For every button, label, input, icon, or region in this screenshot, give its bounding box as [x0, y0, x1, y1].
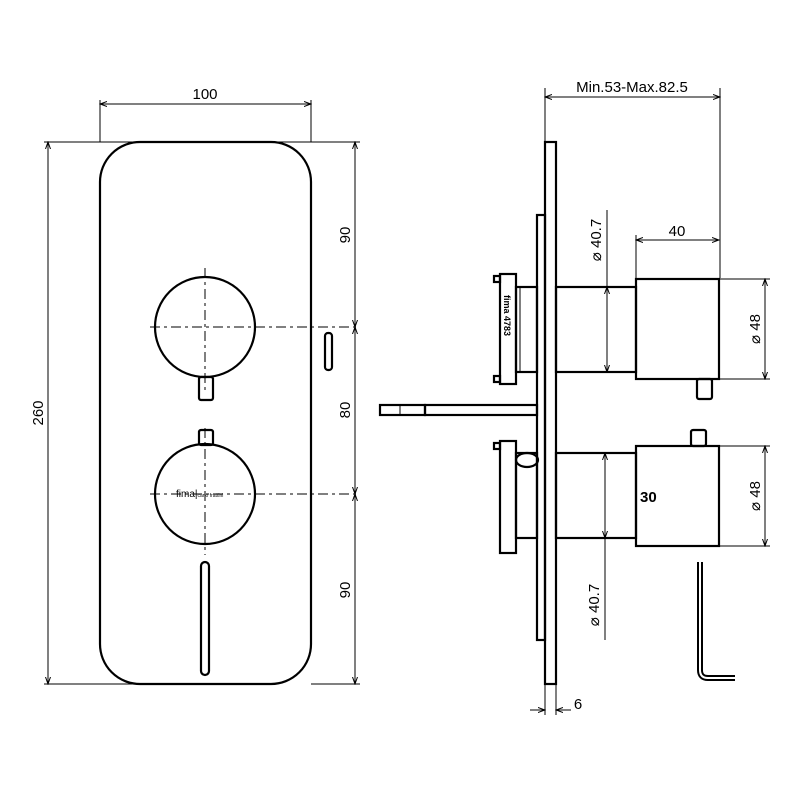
stem: [423, 403, 539, 417]
plate-thickness-label: 6: [574, 696, 582, 713]
bottom-knob-indicator: [197, 428, 215, 447]
cube-marking: 30: [640, 489, 657, 506]
top-body-diameter: ⌀ 40.7: [588, 219, 605, 261]
bottom-cartridge: [498, 439, 518, 555]
logo: fima|carlo frattini: [176, 489, 223, 500]
side-plate: [543, 140, 558, 686]
bottom-cube: [634, 444, 721, 548]
front-view: 100 260 90 80 90 fima|carlo frattini: [30, 86, 360, 686]
segment-label-bottom: 90: [337, 582, 354, 599]
top-knob-lever: [197, 375, 215, 402]
height-label: 260: [30, 400, 47, 425]
segment-label-top: 90: [337, 227, 354, 244]
cartridge-text: fima 4783: [502, 295, 512, 336]
bottom-pin: [689, 428, 708, 448]
top-cartridge: [498, 272, 518, 386]
lever-handle: [199, 560, 211, 677]
segment-label-middle: 80: [337, 402, 354, 419]
bottom-knob: [153, 442, 257, 546]
allen-key: [697, 562, 735, 681]
side-view: Min.53-Max.82.5 40 ⌀ 40.7 ⌀ 48 fima 4783: [378, 79, 770, 715]
cover-plate: [98, 140, 313, 686]
top-body: [554, 285, 638, 374]
top-pin: [695, 377, 714, 401]
top-cube: [634, 277, 721, 381]
side-element: [323, 331, 334, 372]
bottom-cube-diameter: ⌀ 48: [747, 481, 764, 511]
bottom-body: [554, 451, 638, 540]
top-cube-diameter: ⌀ 48: [747, 314, 764, 344]
cube-depth-label: 40: [669, 223, 686, 240]
depth-label: Min.53-Max.82.5: [576, 79, 688, 96]
bottom-body-diameter: ⌀ 40.7: [586, 584, 603, 626]
width-label: 100: [192, 86, 217, 103]
